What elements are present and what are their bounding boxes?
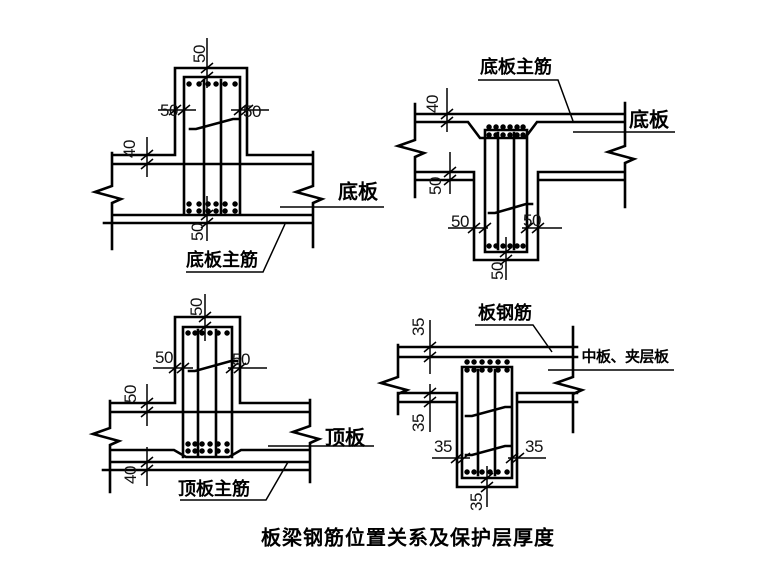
dim-d3-slab-bottom-cover: 40 xyxy=(121,466,140,484)
dim-d4-slab-bottom-cover: 35 xyxy=(409,414,428,432)
label-d3-top-slab: 顶板 xyxy=(325,427,365,450)
dim-d2-beam-right-cover: 50 xyxy=(523,211,541,230)
label-d4-middle-slab: 中板、夹层板 xyxy=(581,349,669,366)
dim-d4-beam-bottom-cover: 35 xyxy=(467,493,486,511)
dim-d4-slab-top-cover: 35 xyxy=(409,318,428,336)
label-d4-slab-rebar: 板钢筋 xyxy=(478,303,532,323)
dim-d3-beam-left-cover: 50 xyxy=(155,348,173,367)
dim-d1-beam-top-cover: 50 xyxy=(190,45,209,63)
dim-d1-slab-bottom-cover: 50 xyxy=(188,223,207,241)
dim-d4-beam-right-cover: 35 xyxy=(525,437,543,456)
diagram-downstand-beam-middle-slab xyxy=(376,320,674,507)
dim-d2-slab-bottom-cover: 50 xyxy=(426,177,445,195)
dim-d2-beam-bottom-cover: 50 xyxy=(488,262,507,280)
label-d1-bottom-slab-rebar: 底板主筋 xyxy=(186,250,258,270)
diagram-upstand-beam-bottom-slab xyxy=(90,38,384,273)
dim-d1-slab-top-cover: 40 xyxy=(120,140,139,158)
dim-d3-beam-top-cover: 50 xyxy=(187,298,206,316)
label-d2-bottom-slab: 底板 xyxy=(629,109,669,132)
label-d3-top-slab-rebar: 顶板主筋 xyxy=(178,479,250,499)
dim-d3-slab-top-cover: 50 xyxy=(121,385,140,403)
dim-d1-beam-right-cover: 50 xyxy=(243,102,261,121)
dim-d2-slab-top-cover: 40 xyxy=(423,95,442,113)
label-d2-bottom-slab-rebar: 底板主筋 xyxy=(480,57,552,77)
dim-d1-beam-left-cover: 50 xyxy=(160,101,178,120)
diagram-downstand-beam-bottom-slab xyxy=(393,79,675,280)
dim-d4-beam-left-cover: 35 xyxy=(434,437,452,456)
label-d1-bottom-slab: 底板 xyxy=(338,181,378,204)
drawing-title: 板梁钢筋位置关系及保护层厚度 xyxy=(261,527,555,550)
diagram-upstand-beam-top-slab xyxy=(88,294,374,501)
dim-d2-beam-left-cover: 50 xyxy=(451,212,469,231)
dim-d3-beam-right-cover: 50 xyxy=(232,350,250,369)
